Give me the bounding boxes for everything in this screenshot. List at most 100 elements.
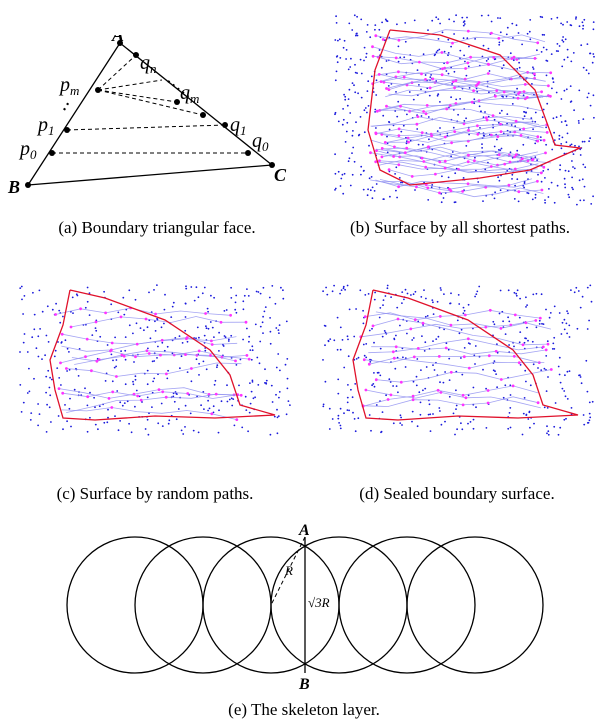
surface-path xyxy=(58,387,235,399)
surface-node xyxy=(60,332,64,336)
surface-node xyxy=(549,368,553,371)
sample-point xyxy=(482,200,484,203)
surface-node xyxy=(397,70,400,74)
sample-point xyxy=(573,109,575,112)
surface-node xyxy=(475,84,478,87)
surface-node xyxy=(507,183,511,187)
sample-point xyxy=(146,369,149,372)
sample-point xyxy=(568,370,571,372)
sample-point xyxy=(463,23,466,25)
sample-point xyxy=(447,348,450,351)
sample-point xyxy=(121,404,124,407)
sample-point xyxy=(341,339,344,341)
surface-node xyxy=(190,367,193,370)
sample-point xyxy=(203,334,206,337)
sample-point xyxy=(580,382,583,385)
sample-point xyxy=(504,384,507,387)
sample-point xyxy=(278,332,280,334)
sample-point xyxy=(509,151,512,154)
vertex-c xyxy=(269,162,275,168)
surface-node xyxy=(415,122,419,126)
surface-node xyxy=(462,355,466,359)
sample-point xyxy=(144,428,147,430)
surface-node xyxy=(463,313,467,317)
sample-point xyxy=(357,356,360,359)
sample-point xyxy=(592,94,595,97)
sample-point xyxy=(553,201,556,204)
sample-point xyxy=(363,46,366,49)
sample-point xyxy=(432,313,435,315)
sample-point xyxy=(161,341,164,344)
sample-point xyxy=(149,337,152,340)
label-e-b: B xyxy=(298,676,310,690)
sample-point xyxy=(472,386,475,389)
surface-node xyxy=(420,131,424,134)
sample-point xyxy=(431,184,434,186)
sample-point xyxy=(478,285,481,288)
sample-point xyxy=(143,329,145,332)
surface-node xyxy=(510,57,514,60)
sample-point xyxy=(455,370,458,373)
surface-node xyxy=(539,171,543,175)
sample-point xyxy=(226,384,228,387)
sample-point xyxy=(567,193,570,196)
sample-point xyxy=(331,290,334,293)
label-qn: qn xyxy=(140,52,157,76)
sample-point xyxy=(62,315,64,318)
sample-point xyxy=(453,33,455,35)
sample-point xyxy=(566,332,568,335)
sample-point xyxy=(576,203,578,206)
sample-point xyxy=(243,294,246,297)
surface-node xyxy=(545,131,549,134)
sample-point xyxy=(542,170,545,172)
sample-point xyxy=(351,134,354,137)
surface-node xyxy=(397,163,401,167)
sample-point xyxy=(539,15,542,18)
sample-point xyxy=(420,369,422,371)
sample-point xyxy=(543,406,546,409)
sample-point xyxy=(335,70,338,73)
sample-point xyxy=(416,69,419,71)
sample-point xyxy=(530,170,533,172)
sample-point xyxy=(66,370,68,372)
sample-point xyxy=(518,341,521,344)
sample-point xyxy=(47,341,50,343)
sample-point xyxy=(575,16,577,19)
sample-point xyxy=(184,302,187,305)
surface-path xyxy=(379,160,542,174)
sample-point xyxy=(190,380,193,383)
sample-point xyxy=(197,431,200,434)
surface-node xyxy=(450,141,453,145)
surface-node xyxy=(440,51,444,54)
surface-path xyxy=(60,350,236,364)
surface-node xyxy=(392,155,395,158)
sample-point xyxy=(22,341,25,344)
sample-point xyxy=(523,397,526,399)
sample-point xyxy=(369,189,372,192)
sample-point xyxy=(357,417,360,420)
sample-point xyxy=(396,306,399,309)
sample-point xyxy=(110,303,113,306)
surface-node xyxy=(514,153,518,157)
sample-point xyxy=(538,319,541,322)
surface-node xyxy=(367,362,371,366)
sample-point xyxy=(502,64,505,67)
sample-point xyxy=(248,335,251,338)
sample-point xyxy=(271,285,274,287)
sample-point xyxy=(285,320,288,323)
sample-point xyxy=(455,389,457,392)
sample-point xyxy=(370,176,373,178)
sample-point xyxy=(239,358,242,361)
surface-node xyxy=(371,54,375,58)
sample-point xyxy=(66,347,69,350)
sample-point xyxy=(465,117,467,120)
sample-point xyxy=(557,433,560,436)
sample-point xyxy=(190,286,193,288)
sample-point xyxy=(381,411,384,413)
sample-point xyxy=(512,59,515,62)
sample-point xyxy=(360,96,363,99)
sample-point xyxy=(540,51,543,53)
sample-point xyxy=(277,415,280,417)
random-paths-surface xyxy=(19,284,291,436)
sample-point xyxy=(571,160,573,162)
